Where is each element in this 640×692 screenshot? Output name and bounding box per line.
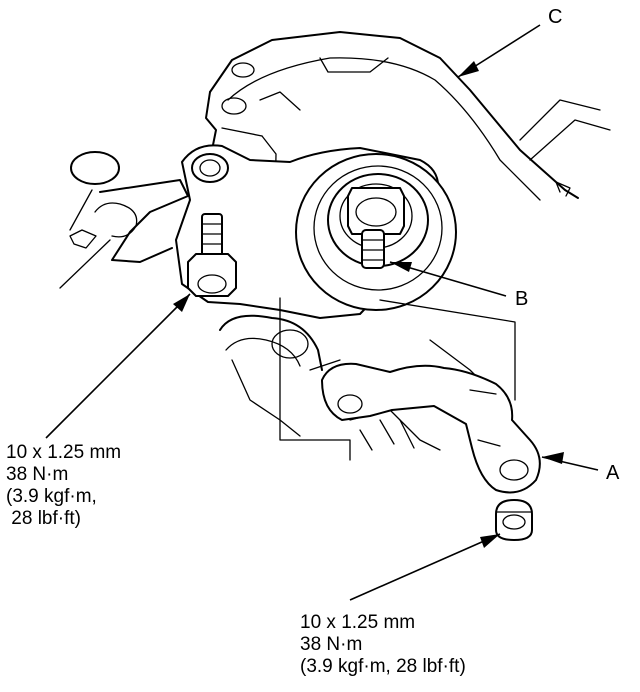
upper-left-bolt — [187, 213, 237, 297]
torque-left-kgf: (3.9 kgf·m, — [6, 486, 97, 507]
callout-b-leader — [389, 261, 507, 297]
callout-label-c: C — [548, 6, 563, 28]
torque-leaders — [45, 293, 501, 601]
callout-label-b: B — [515, 288, 529, 310]
callout-a-leader — [541, 452, 599, 471]
callout-label-a: A — [606, 462, 620, 484]
idler-pulley — [295, 153, 457, 311]
torque-bottom-combined: (3.9 kgf·m, 28 lbf·ft) — [300, 656, 466, 677]
torque-bottom-size: 10 x 1.25 mm — [300, 612, 416, 633]
callout-c-leader — [457, 24, 541, 78]
flange-nut — [495, 499, 533, 541]
torque-bottom-value: 38 N·m — [300, 634, 363, 655]
torque-left-lbf: 28 lbf·ft) — [6, 508, 81, 529]
tensioner-arm-a — [321, 362, 541, 494]
torque-left-value: 38 N·m — [6, 464, 69, 485]
left-bracket-part — [59, 151, 189, 289]
torque-left-size: 10 x 1.25 mm — [6, 442, 122, 463]
